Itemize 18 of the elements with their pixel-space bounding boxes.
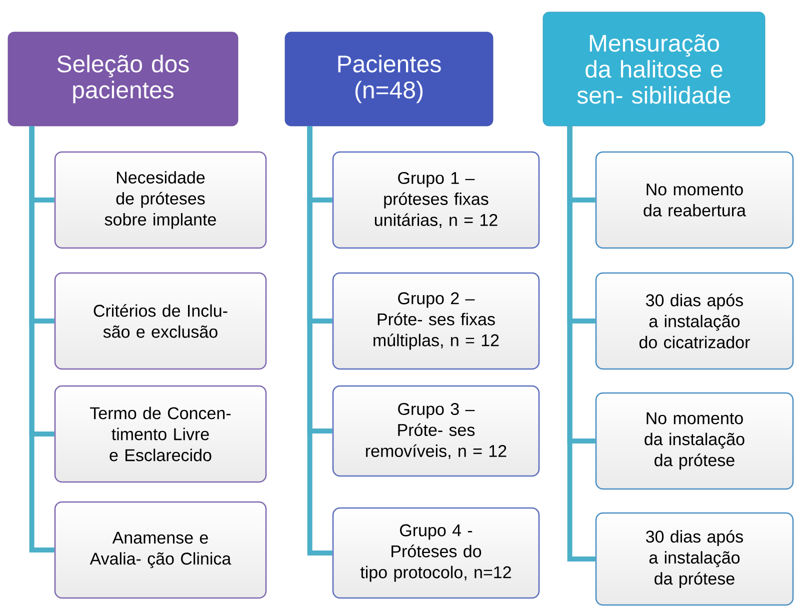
item-box: 30 dias após a instalação do cicatrizador [595,272,794,370]
item-box: Anamense e Avalia- ção Clinica [54,501,267,599]
item-box: Grupo 3 – Próte- ses removíveis, n = 12 [332,385,540,477]
category-header: Pacientes (n=48) [284,32,494,126]
connector-line [29,126,54,552]
item-box: Termo de Concen- timento Livre e Esclarecido [54,385,267,483]
item-box: Necesidade de próteses sobre implante [54,151,267,249]
connector-line [567,126,596,562]
connector-line [307,126,332,556]
item-box: 30 dias após a instalação da prótese [595,512,794,606]
item-box: Grupo 2 – Próte- ses fixas múltiplas, n = 12 [332,272,540,370]
item-box: Critérios de Inclu- são e exclusão [54,272,267,370]
item-box: Grupo 1 – próteses fixas unitárias, n = 12 [332,151,540,249]
category-header: Mensuração da halitose e sen- sibilidade [542,12,766,126]
item-box: No momento da reabertura [595,151,794,249]
item-box: No momento da instalação da prótese [595,392,794,490]
category-header: Seleção dos pacientes [8,32,238,126]
item-box: Grupo 4 - Próteses do tipo protocolo, n=12 [332,507,540,599]
